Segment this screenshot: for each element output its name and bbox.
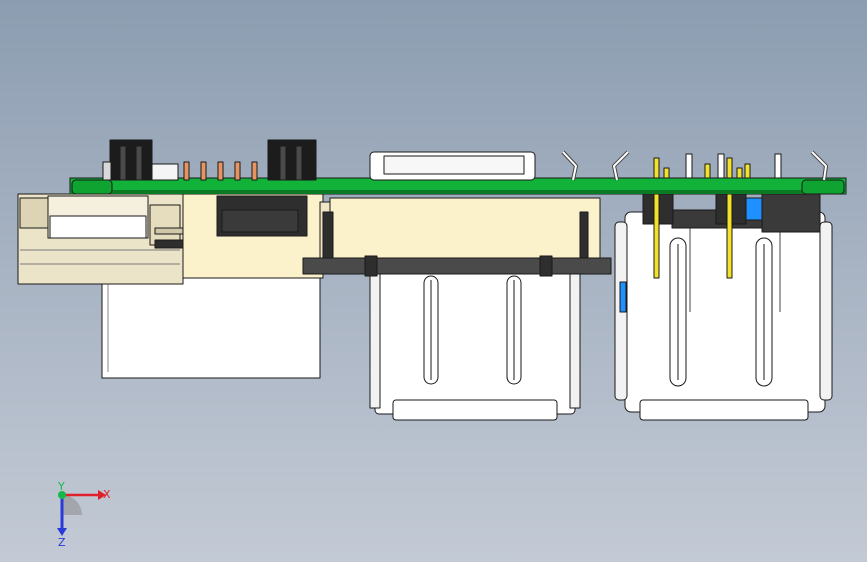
left-connector bbox=[17, 193, 333, 379]
right-dark-block bbox=[761, 187, 821, 233]
middle-shell bbox=[374, 261, 576, 415]
x-axis-label: X bbox=[103, 488, 111, 501]
triad-shadow bbox=[62, 495, 82, 515]
middle-connector bbox=[302, 197, 612, 421]
x-arrow-icon bbox=[98, 490, 106, 500]
black-shield-right bbox=[267, 139, 317, 181]
top-components bbox=[102, 139, 828, 181]
blue-clip bbox=[743, 197, 763, 221]
coordinate-triad: X Y Z bbox=[57, 480, 111, 548]
copper-pins bbox=[183, 161, 258, 181]
z-arrow-icon bbox=[57, 528, 67, 536]
black-shield-left bbox=[109, 139, 153, 181]
right-connector bbox=[614, 153, 833, 421]
middle-beige-body bbox=[329, 197, 601, 263]
y-axis-dot-icon bbox=[58, 491, 66, 499]
z-axis-label: Z bbox=[58, 536, 66, 548]
mounting-rail bbox=[302, 257, 612, 275]
y-axis-label: Y bbox=[57, 480, 65, 493]
left-white-shell bbox=[101, 277, 321, 379]
